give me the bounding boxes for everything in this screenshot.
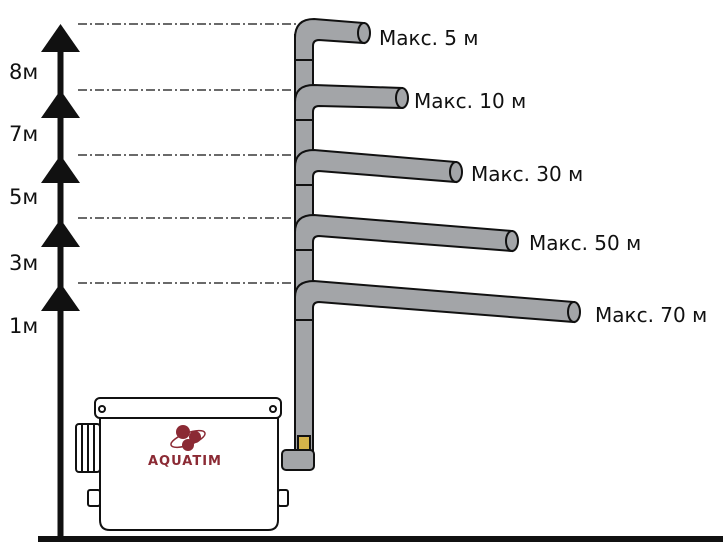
branch-label-30m: Макс. 30 м: [471, 162, 583, 186]
arrow-head-7m: [41, 90, 80, 118]
height-label-3m: 3м: [9, 251, 38, 275]
height-label-8m: 8м: [9, 60, 38, 84]
height-arrow: [41, 24, 80, 540]
pump-body: [99, 417, 279, 531]
height-label-7m: 7м: [9, 122, 38, 146]
lid-screw-right: [269, 405, 277, 413]
brand-name: AQUATIM: [148, 454, 222, 469]
pipe-system: [294, 17, 581, 461]
pipe-branch-5m: [294, 17, 365, 61]
pipe-branch-30m: [294, 148, 457, 186]
logo-orbit: [170, 429, 206, 449]
branch-label-50m: Макс. 50 м: [529, 231, 641, 255]
pump-right-port: [277, 489, 289, 507]
height-label-1m: 1м: [9, 314, 38, 338]
pipe-branch-50m: [294, 213, 513, 253]
pipe-end-10m: [395, 87, 409, 109]
branch-label-5m: Макс. 5 м: [379, 26, 478, 50]
pipe-end-30m: [449, 161, 463, 183]
branch-label-70m: Макс. 70 м: [595, 303, 707, 327]
pipe-branch-10m: [294, 83, 403, 121]
lid-screw-left: [98, 405, 106, 413]
arrow-head-3m: [41, 219, 80, 247]
pipe-end-50m: [505, 230, 519, 252]
arrow-head-5m: [41, 155, 80, 183]
arrow-head-1m: [41, 283, 80, 311]
branch-label-10m: Макс. 10 м: [414, 89, 526, 113]
logo-ball: [189, 431, 201, 443]
pump-side-port: [87, 489, 101, 507]
pump-lid: [94, 397, 282, 419]
pipe-end-5m: [357, 22, 371, 44]
pipe-end-70m: [567, 301, 581, 323]
pump-unit: [75, 397, 315, 531]
outlet-clamp: [297, 435, 311, 451]
aquatim-logo: [170, 425, 206, 451]
height-guide-lines: [78, 23, 300, 284]
height-label-5m: 5м: [9, 185, 38, 209]
arrow-head-8m: [41, 24, 80, 52]
pipe-branch-70m: [294, 279, 575, 324]
pump-outlet-connector: [281, 449, 315, 471]
